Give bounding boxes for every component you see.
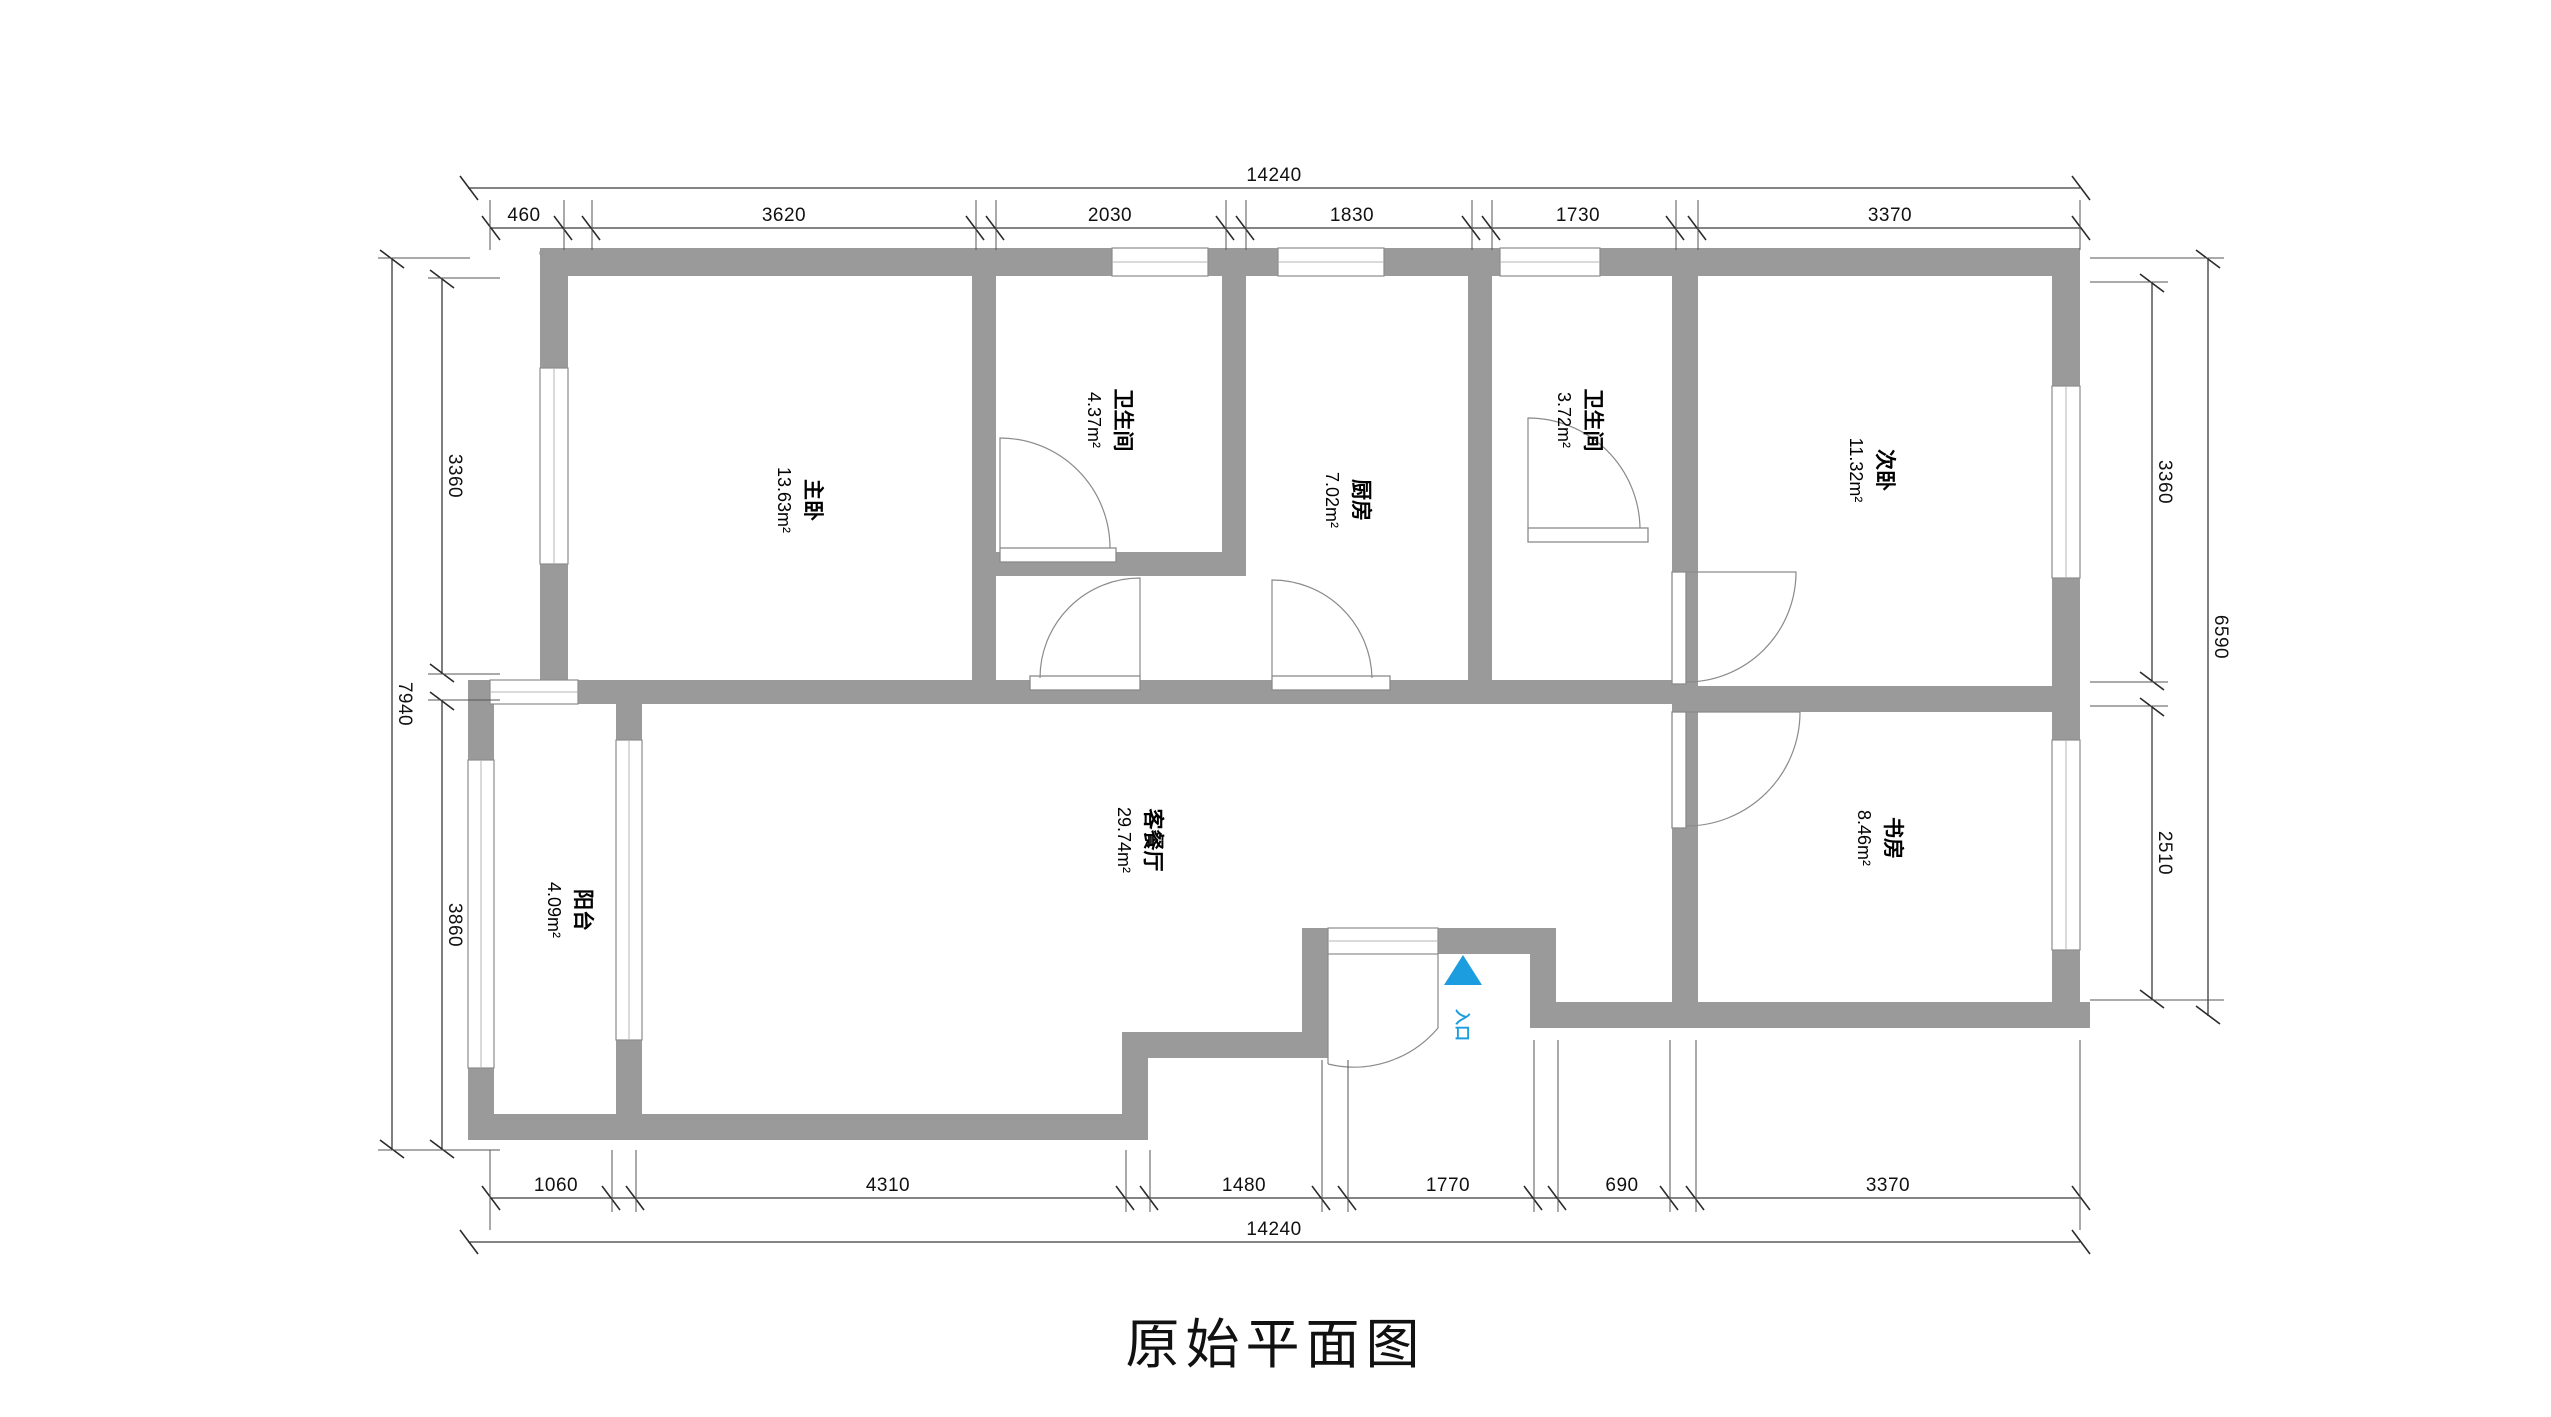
door-bathroom1-leaf	[999, 547, 1117, 563]
dim-bottom-6: 3370	[1866, 1175, 1910, 1196]
dim-bottom-4: 1770	[1426, 1175, 1470, 1196]
dim-top-4: 1830	[1330, 205, 1374, 226]
door-kitchen-leaf	[1271, 675, 1391, 691]
door-bathroom1-arc	[999, 437, 1111, 549]
wall-bedroom2-study	[1672, 686, 2080, 712]
room-labels-group: 主卧 13.63m² 卫生间 4.37m² 厨房 7.02m² 卫生间 3.72…	[544, 389, 1905, 939]
room-label-bathroom_2: 卫生间 3.72m²	[1554, 389, 1605, 452]
room-name-bathroom_2: 卫生间	[1581, 389, 1605, 452]
entrance-label: 入口	[1453, 1009, 1472, 1041]
room-name-bathroom_1: 卫生间	[1111, 389, 1135, 452]
page-title: 原始平面图	[1125, 1313, 1426, 1376]
dimensions-left: 7940 3360 3860	[378, 249, 500, 1159]
dim-bottom-overall: 14240	[1246, 1219, 1301, 1240]
dim-top-overall: 14240	[1246, 165, 1301, 186]
dimensions-top: 14240 460 3620 2030 1830 1730 3370	[459, 165, 2091, 250]
wall-living-bottom-left	[616, 1114, 1148, 1140]
dim-bottom-5: 690	[1605, 1175, 1638, 1196]
room-area-second_bedroom: 11.32m²	[1846, 438, 1866, 503]
dim-right-1: 3360	[2154, 460, 2175, 504]
room-area-master_bedroom: 13.63m²	[774, 467, 794, 533]
room-area-kitchen: 7.02m²	[1322, 472, 1342, 528]
wall-kitchen-bath2	[1468, 248, 1492, 688]
room-label-kitchen: 厨房 7.02m²	[1322, 472, 1373, 528]
dim-bottom-3: 1480	[1222, 1175, 1266, 1196]
entrance-marker-group: 入口	[1444, 955, 1482, 1041]
room-label-bathroom_1: 卫生间 4.37m²	[1084, 389, 1135, 452]
window-master-top	[539, 251, 543, 255]
room-name-balcony: 阳台	[571, 889, 595, 931]
door-study-arc	[1685, 711, 1801, 827]
door-kitchen-arc	[1271, 579, 1373, 679]
dim-right-overall: 6590	[2210, 615, 2231, 659]
dim-top-6: 3370	[1868, 205, 1912, 226]
door-study-leaf	[1671, 711, 1687, 829]
wall-bath2-bottom	[1492, 680, 1698, 704]
door-bedroom2-leaf	[1671, 571, 1687, 685]
room-label-living_dining: 客餐厅 29.74m²	[1114, 807, 1165, 873]
door-entrance-arc	[1327, 954, 1439, 1068]
doors-group	[999, 417, 1801, 1068]
dim-top-2: 3620	[762, 205, 806, 226]
dim-top-1: 460	[507, 205, 540, 226]
door-bathroom2-arc	[1527, 417, 1641, 529]
dimensions-right: 6590 3360 2510	[2090, 249, 2231, 1025]
room-area-balcony: 4.09m²	[544, 882, 564, 938]
room-name-master_bedroom: 主卧	[801, 479, 825, 521]
dim-left-overall: 7940	[394, 682, 415, 726]
room-name-study: 书房	[1881, 817, 1905, 859]
dim-left-2: 3860	[444, 903, 465, 947]
door-bedroom2-arc	[1685, 571, 1797, 683]
wall-master-bath1	[972, 248, 996, 688]
dim-right-2: 2510	[2154, 831, 2175, 875]
dimensions-bottom: 1060 4310 1480 1770 690 3370 14240	[459, 1040, 2091, 1255]
room-label-master_bedroom: 主卧 13.63m²	[774, 467, 825, 533]
wall-right-lower-vert	[2052, 1000, 2080, 1028]
door-bathroom2-leaf	[1527, 527, 1649, 543]
dim-bottom-2: 4310	[866, 1175, 910, 1196]
room-label-balcony: 阳台 4.09m²	[544, 882, 595, 938]
room-name-second_bedroom: 次卧	[1873, 449, 1897, 491]
dim-left-1: 3360	[444, 454, 465, 498]
room-area-living_dining: 29.74m²	[1114, 807, 1134, 873]
room-area-bathroom_2: 3.72m²	[1554, 392, 1574, 448]
wall-living-step-horiz	[1122, 1032, 1328, 1058]
windows-group	[467, 247, 2081, 1069]
room-label-second_bedroom: 次卧 11.32m²	[1846, 438, 1897, 503]
door-living-to-hall-1-leaf	[1029, 675, 1141, 691]
dim-top-3: 2030	[1088, 205, 1132, 226]
walls-group	[468, 248, 2090, 1140]
entrance-triangle-icon	[1444, 955, 1482, 985]
room-label-study: 书房 8.46m²	[1854, 810, 1905, 866]
door-living-to-hall-1-arc	[1039, 577, 1141, 679]
dim-top-5: 1730	[1556, 205, 1600, 226]
room-name-kitchen: 厨房	[1349, 479, 1373, 521]
room-area-bathroom_1: 4.37m²	[1084, 392, 1104, 448]
room-name-living_dining: 客餐厅	[1141, 809, 1165, 872]
wall-bath1-kitchen	[1222, 248, 1246, 576]
wall-entry-bottom	[1530, 1002, 2090, 1028]
dim-bottom-1: 1060	[534, 1175, 578, 1196]
room-area-study: 8.46m²	[1854, 810, 1874, 866]
